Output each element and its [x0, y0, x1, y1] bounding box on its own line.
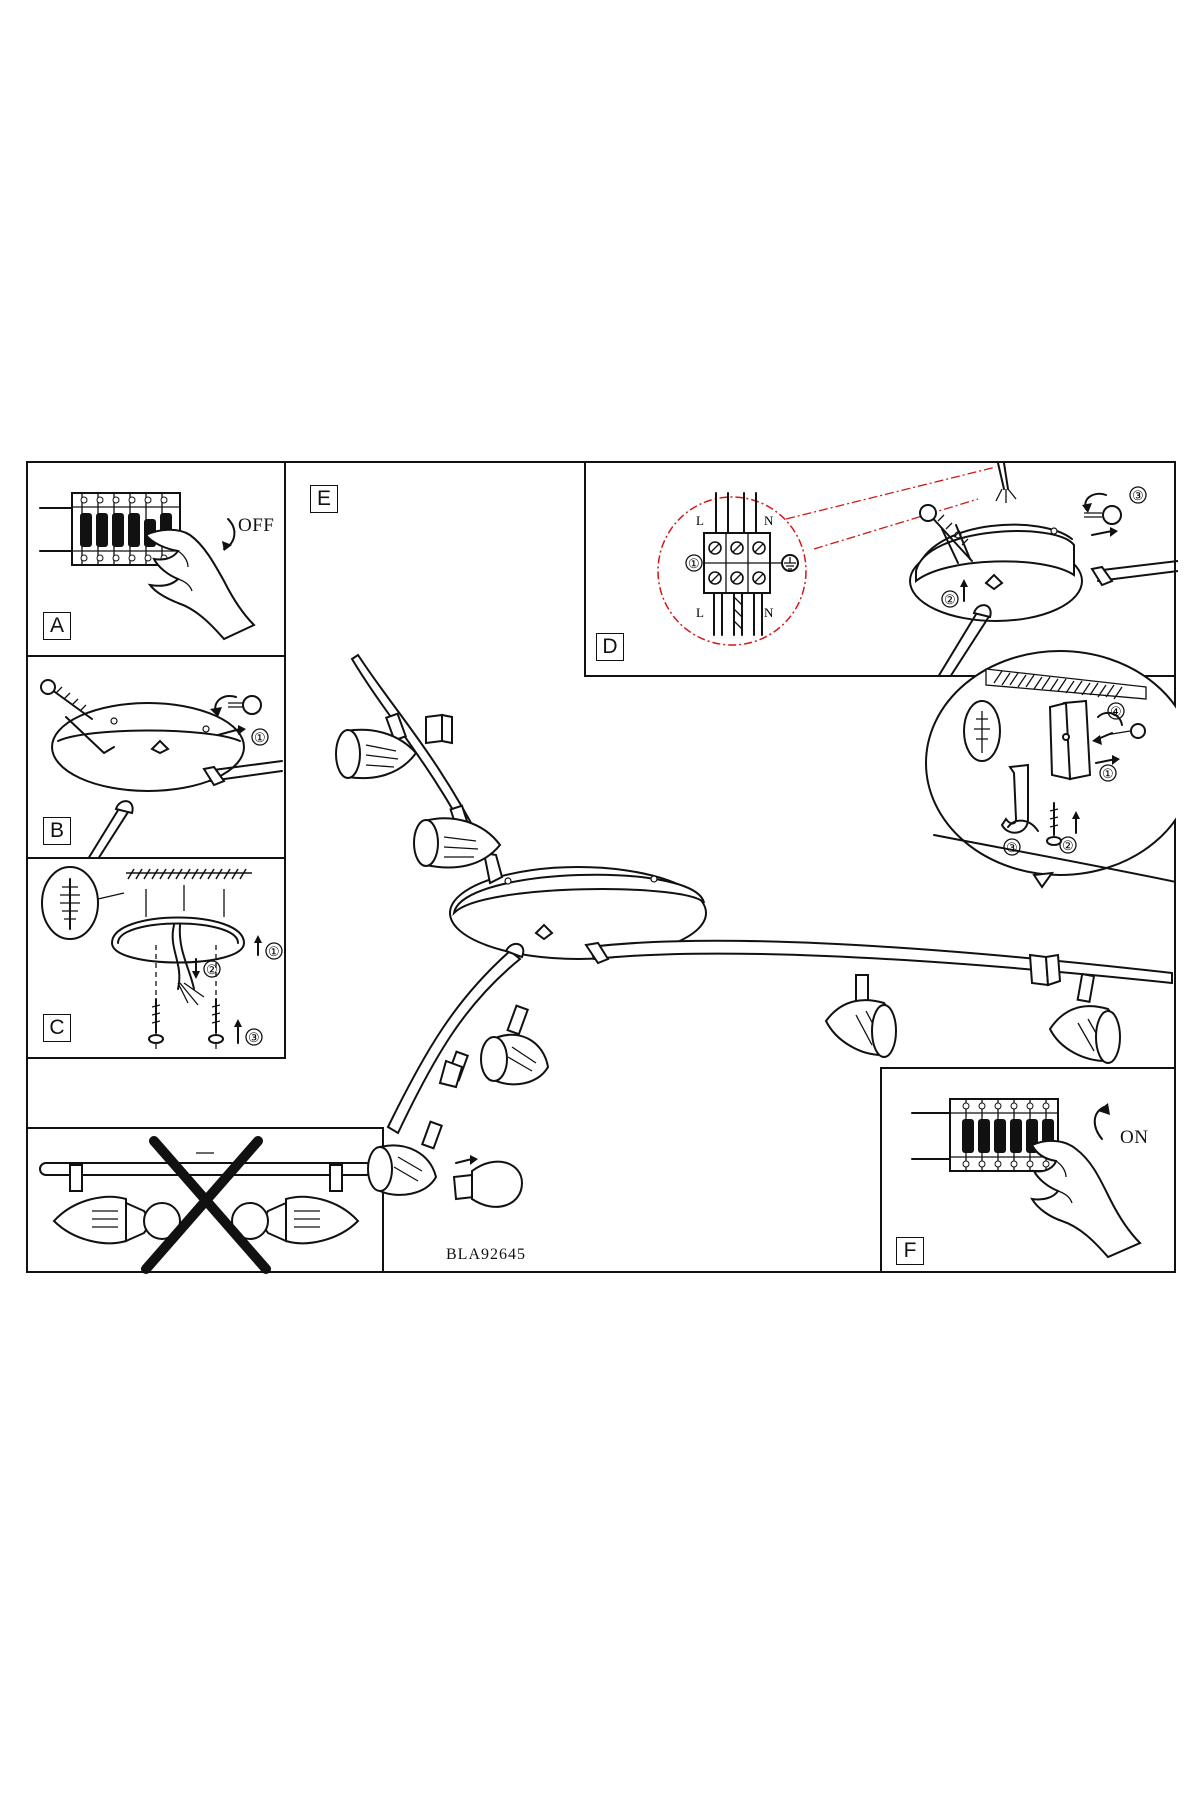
screw-icon — [40, 679, 93, 720]
wall-plug-icon — [41, 866, 125, 940]
screw-icon — [919, 504, 973, 562]
step-2-label: ② — [944, 592, 956, 607]
screw-icon — [148, 998, 164, 1044]
hand-icon — [1030, 1139, 1142, 1259]
ceiling-plate-icon — [909, 523, 1083, 622]
panel-label-f: F — [896, 1237, 924, 1265]
panel-label-c: C — [43, 1014, 71, 1042]
step-2-label: ② — [1062, 838, 1074, 853]
panel-c: ① ② ③ C — [28, 859, 286, 1059]
wire-n-bottom: N — [764, 605, 774, 620]
spotlight-icon — [231, 1164, 360, 1245]
panel-label-b: B — [43, 817, 71, 845]
step-3-label: ③ — [1132, 488, 1144, 503]
bracket-detail-callout: ④ ① ③ ② — [925, 650, 1176, 889]
bracket-icon — [1028, 953, 1062, 987]
ceiling-plate-icon: ① — [40, 679, 283, 859]
wall-plug-icon — [963, 700, 1001, 762]
fuse-box-icon — [39, 492, 256, 641]
off-label: OFF — [238, 515, 275, 536]
wire-l-bottom: L — [696, 605, 704, 620]
screw-icon — [1046, 802, 1062, 846]
panel-label-d: D — [596, 633, 624, 661]
bulb-icon — [452, 1155, 524, 1208]
on-label: ON — [1120, 1127, 1149, 1148]
fuse-box-icon — [911, 1098, 1142, 1259]
step-1-label: ① — [1102, 766, 1114, 781]
panel-d: L N L N ① — [584, 463, 1178, 677]
step-4-label: ④ — [1110, 704, 1122, 719]
panel-label-e: E — [310, 485, 338, 513]
wire-n-top: N — [764, 513, 774, 528]
ceiling-plate-icon — [110, 885, 246, 964]
step-1-label: ① — [268, 944, 280, 959]
step-1-label: ① — [688, 556, 700, 571]
screw-icon — [1105, 723, 1146, 739]
wire-l-top: L — [696, 513, 704, 528]
ceiling-plate-icon — [449, 866, 707, 960]
step-3-label: ③ — [248, 1030, 260, 1045]
spotlight-icon — [480, 1004, 550, 1086]
panel-f: ON F — [880, 1067, 1176, 1273]
bracket-icon — [1000, 699, 1092, 834]
spotlight-icon — [1048, 972, 1121, 1064]
screw-icon — [1082, 492, 1122, 537]
prohibited-x-icon — [141, 1136, 271, 1274]
spotlight-icon — [335, 712, 418, 780]
step-2-label: ② — [206, 962, 218, 977]
spotlight-icon — [52, 1164, 181, 1245]
panel-incorrect-mounting — [28, 1127, 384, 1274]
terminal-block-icon — [703, 492, 771, 636]
panel-a: OFF A — [28, 463, 286, 657]
model-code: BLA92645 — [446, 1246, 526, 1263]
screw-icon — [208, 998, 224, 1044]
spotlight-icon — [824, 974, 897, 1058]
ground-icon — [770, 554, 799, 572]
spotlight-icon — [438, 1050, 470, 1089]
spotlight-icon — [413, 804, 502, 869]
step-3-label: ③ — [1006, 840, 1018, 855]
panel-label-a: A — [43, 612, 71, 640]
instruction-sheet: OFF A — [26, 461, 1178, 1274]
panel-b: ① B — [28, 657, 286, 859]
hand-icon — [144, 528, 256, 641]
step-1-label: ① — [254, 730, 266, 745]
